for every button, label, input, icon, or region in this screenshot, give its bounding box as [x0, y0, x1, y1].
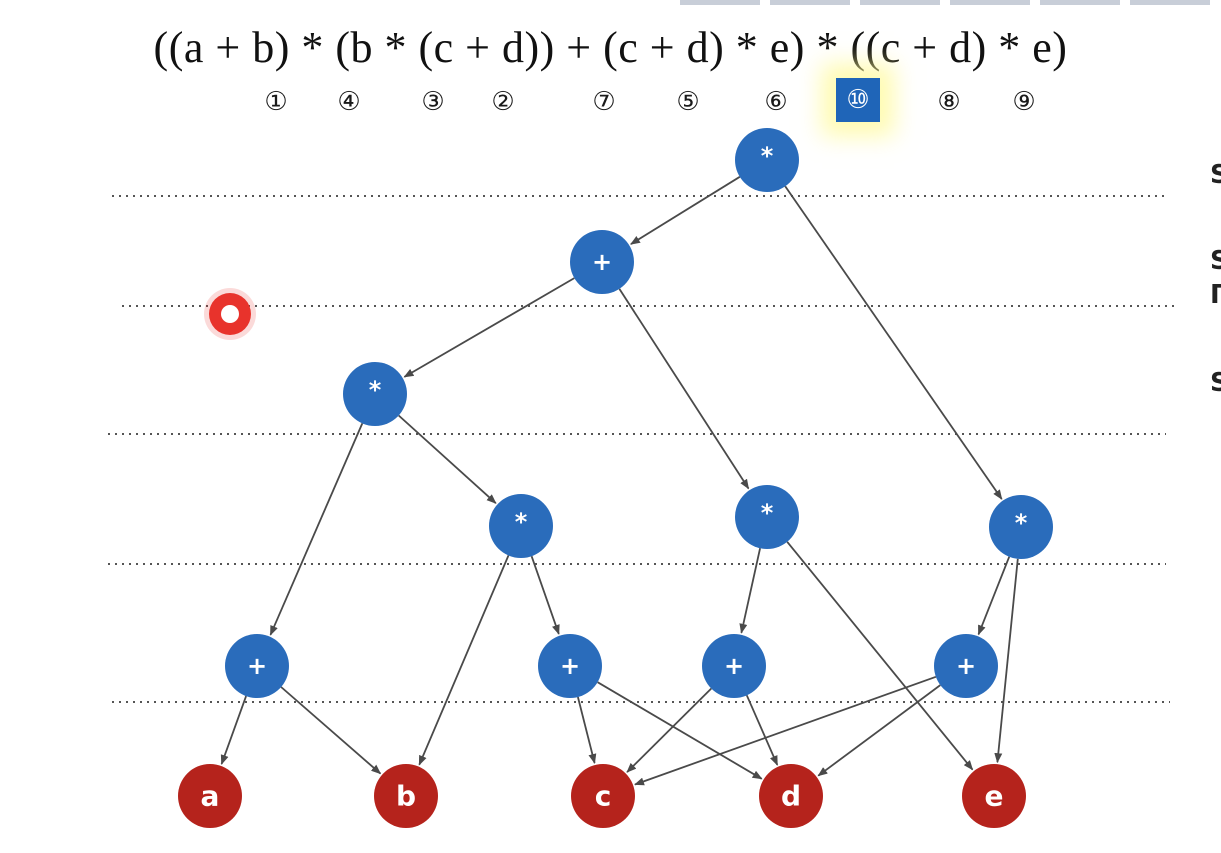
- dag-edge-n5-to-ld: [745, 694, 779, 766]
- step-label: ⑧: [937, 87, 961, 117]
- dag-edge-n3-to-n2: [530, 555, 560, 635]
- leaf-node-lc: c: [571, 764, 635, 828]
- dag-edge-n3-to-lb: [418, 555, 510, 766]
- dag-edge-n4-to-n1: [269, 423, 364, 636]
- dag-edge-n1-to-la: [220, 695, 247, 765]
- dag-edge-n9-to-n8: [977, 556, 1011, 636]
- node-label: *: [369, 376, 382, 404]
- operator-node-n4: *: [343, 362, 407, 426]
- node-label: a: [201, 780, 220, 813]
- leaf-node-ld: d: [759, 764, 823, 828]
- node-label: *: [515, 508, 528, 536]
- operator-node-n10: *: [735, 128, 799, 192]
- node-label: c: [595, 780, 612, 813]
- node-circle: [225, 634, 289, 698]
- node-label: +: [724, 652, 744, 680]
- cropped-glyph: S: [1210, 246, 1221, 276]
- node-circle: [989, 495, 1053, 559]
- node-circle: [702, 634, 766, 698]
- step-label: ⑦: [592, 87, 616, 117]
- node-circle: [571, 764, 635, 828]
- dag-edge-n6-to-le: [786, 541, 974, 771]
- pointer-cursor-icon: [204, 288, 256, 340]
- node-circle: [735, 128, 799, 192]
- node-circle: [374, 764, 438, 828]
- operator-node-n7: +: [570, 230, 634, 294]
- node-label: +: [592, 248, 612, 276]
- node-label: *: [761, 142, 774, 170]
- dag-edge-n10-to-n7: [630, 176, 741, 245]
- step-label: ⑥: [764, 87, 788, 117]
- dag-edge-n7-to-n4: [403, 277, 575, 378]
- dag-edge-n1-to-lb: [280, 686, 382, 775]
- dag-edge-n4-to-n3: [398, 414, 497, 504]
- node-circle: [489, 494, 553, 558]
- operator-node-n1: +: [225, 634, 289, 698]
- top-toolbar-strip: [680, 0, 1221, 6]
- dag-edge-n6-to-n5: [739, 548, 761, 634]
- step-label: ⑩: [836, 78, 880, 122]
- step-label: ⑤: [676, 87, 700, 117]
- dag-edge-n2-to-ld: [597, 681, 763, 780]
- node-label: *: [1015, 509, 1028, 537]
- operator-node-n3: *: [489, 494, 553, 558]
- dag-edge-n8-to-lc: [634, 675, 937, 786]
- operator-node-n2: +: [538, 634, 602, 698]
- node-circle: [178, 764, 242, 828]
- operator-node-n6: *: [735, 485, 799, 549]
- node-circle: [962, 764, 1026, 828]
- node-label: b: [396, 780, 416, 813]
- operator-node-n8: +: [934, 634, 998, 698]
- node-circle: [735, 485, 799, 549]
- cropped-glyph: S: [1210, 160, 1221, 190]
- node-circle: [538, 634, 602, 698]
- level-separator-lines: [108, 195, 1178, 703]
- leaf-node-la: a: [178, 764, 242, 828]
- operator-node-n9: *: [989, 495, 1053, 559]
- node-label: +: [560, 652, 580, 680]
- node-label: +: [247, 652, 267, 680]
- dag-nodes: * + * * * * + + + + a b c d e: [178, 128, 1053, 828]
- dag-edge-n5-to-lc: [626, 687, 712, 773]
- step-label: ⑨: [1012, 87, 1036, 117]
- step-label: ①: [264, 87, 288, 117]
- operator-node-n5: +: [702, 634, 766, 698]
- step-label: ③: [421, 87, 445, 117]
- cropped-glyph: S: [1210, 368, 1221, 398]
- dag-edge-n7-to-n6: [618, 288, 750, 490]
- step-label: ④: [337, 87, 361, 117]
- leaf-node-le: e: [962, 764, 1026, 828]
- node-label: d: [781, 780, 801, 813]
- node-label: *: [761, 499, 774, 527]
- step-number-row: ① ④ ③ ② ⑦ ⑤ ⑥ ⑩ ⑧ ⑨: [0, 78, 1221, 122]
- step-label: ②: [491, 87, 515, 117]
- dag-edge-n8-to-ld: [817, 684, 941, 777]
- node-label: e: [985, 780, 1004, 813]
- dag-edge-n2-to-lc: [577, 696, 597, 764]
- dag-edges: [220, 176, 1019, 786]
- dag-edge-n10-to-n9: [784, 185, 1003, 500]
- expression-text: ((a + b) * (b * (c + d)) + (c + d) * e) …: [153, 23, 1068, 72]
- dag-edge-n9-to-le: [994, 558, 1019, 764]
- node-circle: [343, 362, 407, 426]
- expression-line: ((a + b) * (b * (c + d)) + (c + d) * e) …: [0, 22, 1221, 82]
- node-circle: [570, 230, 634, 294]
- node-circle: [934, 634, 998, 698]
- node-label: +: [956, 652, 976, 680]
- node-circle: [759, 764, 823, 828]
- cropped-glyph: Г: [1210, 280, 1221, 310]
- leaf-node-lb: b: [374, 764, 438, 828]
